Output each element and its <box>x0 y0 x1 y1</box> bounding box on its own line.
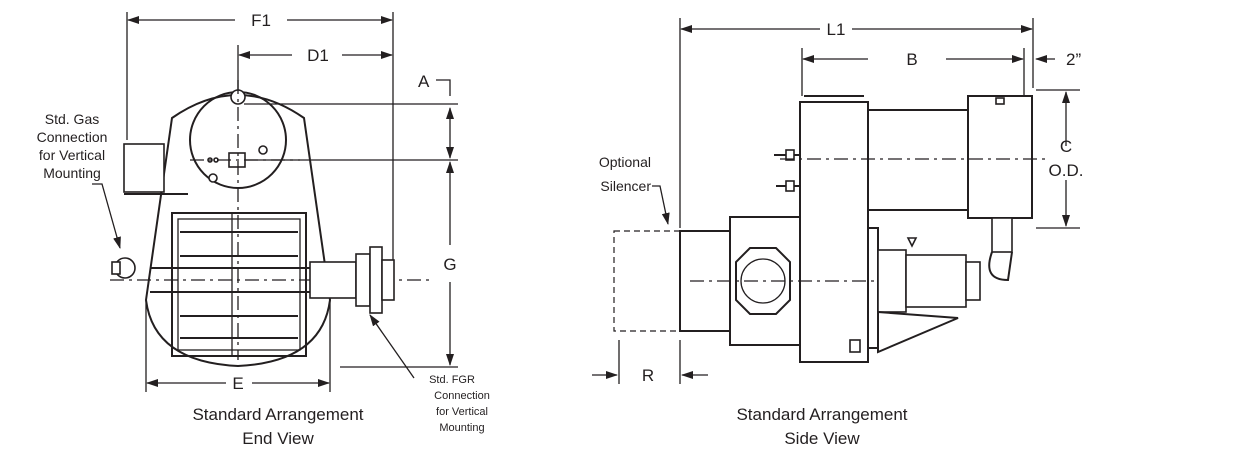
dim-label-e: E <box>232 374 243 393</box>
fgr-pipe <box>309 261 357 299</box>
svg-text:Mounting: Mounting <box>43 165 101 181</box>
svg-text:Connection: Connection <box>37 129 108 145</box>
dim-b: B <box>802 50 1024 69</box>
svg-text:for Vertical: for Vertical <box>39 147 105 163</box>
gas-connection-note: Std. Gas Connection for Vertical Mountin… <box>37 111 108 181</box>
svg-text:Std. Gas: Std. Gas <box>45 111 99 127</box>
svg-text:for Vertical: for Vertical <box>436 406 488 418</box>
fan-housing <box>799 101 869 363</box>
dim-label-c: C <box>1060 137 1072 156</box>
dim-2in: 2” <box>1035 50 1081 69</box>
side-view-caption: Standard Arrangement Side View <box>736 405 907 448</box>
dim-f1: F1 <box>127 11 393 30</box>
svg-text:Silencer: Silencer <box>600 178 651 194</box>
svg-text:Connection: Connection <box>434 390 490 402</box>
damper-box <box>171 212 307 357</box>
dim-d1: D1 <box>238 46 393 65</box>
blast-tube <box>867 109 969 211</box>
dim-label-b: B <box>906 50 917 69</box>
svg-text:Mounting: Mounting <box>439 422 484 434</box>
burner-head <box>967 95 1033 219</box>
fgr-connection-note: Std. FGR Connection for Vertical Mountin… <box>429 374 490 434</box>
optional-silencer <box>613 230 681 332</box>
dim-label-d1: D1 <box>307 46 329 65</box>
dim-l1: L1 <box>680 20 1033 39</box>
dim-label-f1: F1 <box>251 11 271 30</box>
dim-e: E <box>146 374 330 393</box>
gas-connection-box <box>123 143 165 193</box>
dim-label-r: R <box>642 366 654 385</box>
svg-text:Standard Arrangement: Standard Arrangement <box>736 405 907 424</box>
dim-label-g: G <box>443 255 456 274</box>
svg-text:End View: End View <box>242 429 314 448</box>
dim-label-2in: 2” <box>1066 50 1081 69</box>
svg-text:Std. FGR: Std. FGR <box>429 374 475 386</box>
svg-text:Side View: Side View <box>784 429 860 448</box>
dim-label-a: A <box>418 72 430 91</box>
motor <box>877 249 907 313</box>
dim-label-od: O.D. <box>1049 161 1084 180</box>
silencer-note: Optional Silencer <box>599 154 651 194</box>
side-view: L1 B 2” C O.D. <box>592 18 1083 448</box>
dim-label-l1: L1 <box>827 20 846 39</box>
end-view: F1 D1 A G <box>37 11 490 448</box>
end-view-caption: Standard Arrangement End View <box>192 405 363 448</box>
svg-text:Standard Arrangement: Standard Arrangement <box>192 405 363 424</box>
svg-text:Optional: Optional <box>599 154 651 170</box>
